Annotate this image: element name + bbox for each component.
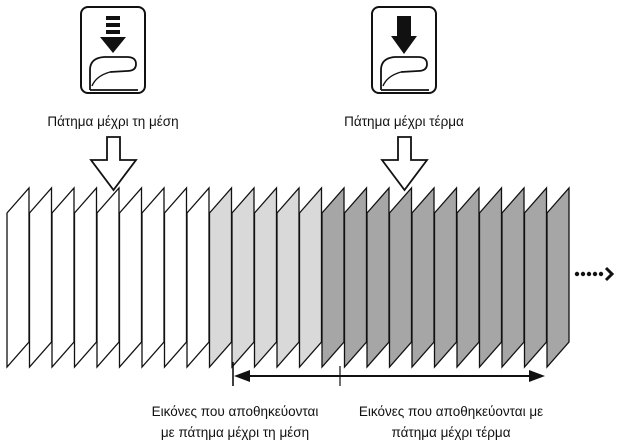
frame-dark [523, 186, 548, 369]
frame-light [208, 186, 233, 369]
frame-dark [546, 186, 570, 369]
range-arrow-left-head [234, 370, 250, 382]
frame-dark [366, 186, 390, 369]
frame-white [118, 186, 143, 369]
continuation-dots-arrow-icon [574, 266, 615, 282]
shutter-half-press-icon [80, 6, 146, 94]
half-press-down-arrow-icon [89, 136, 138, 192]
frame-white [51, 186, 75, 369]
frame-white [73, 186, 98, 369]
frame-light [276, 186, 300, 369]
frame-dark [456, 186, 480, 369]
shutter-full-press-icon [371, 6, 437, 94]
full-press-label: Πάτημα μέχρι τέρμα [344, 114, 464, 129]
frame-dark [321, 186, 345, 369]
frame-dark [388, 186, 413, 369]
frame-white [96, 186, 120, 369]
frame-dark [343, 186, 368, 369]
frame-light [298, 186, 323, 369]
frame-dark [433, 186, 458, 369]
half-press-range-label-line2: με πάτημα μέχρι τη μέση [161, 425, 309, 440]
frame-white [163, 186, 188, 369]
frame-white [186, 186, 210, 369]
range-arrow-right-head [529, 370, 545, 382]
frame-dark [411, 186, 435, 369]
full-press-range-label-line1: Εικόνες που αποθηκεύονται με [359, 404, 543, 419]
frame-light [253, 186, 278, 369]
full-press-down-arrow-icon [380, 136, 429, 192]
frame-light [231, 186, 255, 369]
full-press-range-label-line2: πάτημα μέχρι τέρμα [391, 425, 510, 440]
frame-dark [501, 186, 525, 369]
frame-dark [478, 186, 503, 369]
frame-white [141, 186, 165, 369]
frame-white [6, 186, 30, 369]
frame-white [28, 186, 53, 369]
frame-stack [6, 186, 570, 369]
half-press-range-label-line1: Εικόνες που αποθηκεύονται [152, 404, 319, 419]
half-press-label: Πάτημα μέχρι τη μέση [47, 114, 178, 129]
